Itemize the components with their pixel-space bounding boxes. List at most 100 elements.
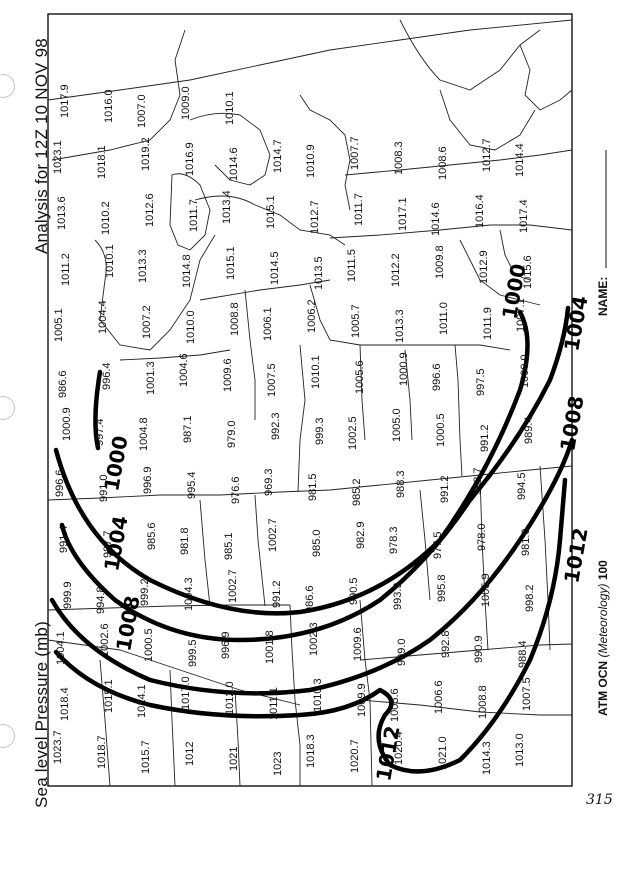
station-pressure-value: 998.7 xyxy=(472,467,484,495)
station-pressure-value: 1004.3 xyxy=(183,577,195,611)
station-pressure-value: 1002.6 xyxy=(99,623,111,657)
station-pressure-value: 1014.6 xyxy=(430,202,442,236)
station-pressure-value: 1008.8 xyxy=(229,302,241,336)
station-pressure-value: 981.5 xyxy=(307,473,319,501)
map-frame xyxy=(47,13,573,787)
station-pressure-value: 1004.1 xyxy=(55,631,67,665)
station-pressure-value: 1005.9 xyxy=(480,573,492,607)
station-pressure-value: 1018.4 xyxy=(59,687,71,721)
station-pressure-value: 1002.5 xyxy=(347,416,359,450)
footer-number: 100 xyxy=(596,560,610,581)
station-pressure-value: 976.6 xyxy=(230,476,242,504)
station-pressure-value: 994.8 xyxy=(95,586,107,614)
station-pressure-value: 997.4 xyxy=(94,418,106,446)
station-pressure-value: 1004.6 xyxy=(178,353,190,387)
station-pressure-value: 1017.0 xyxy=(180,676,192,710)
station-pressure-value: 999.9 xyxy=(62,581,74,609)
station-pressure-value: 996.6 xyxy=(54,469,66,497)
station-pressure-value: 1016.0 xyxy=(103,89,115,123)
station-pressure-value: 1015.6 xyxy=(522,255,534,289)
station-pressure-value: 1005.6 xyxy=(389,688,401,722)
station-pressure-value: 1012.6 xyxy=(144,193,156,227)
station-pressure-value: 1010.1 xyxy=(104,244,116,278)
station-pressure-value: 1021 xyxy=(228,747,240,771)
station-pressure-value: 1012.7 xyxy=(309,200,321,234)
station-pressure-value: 1014.1 xyxy=(136,684,148,718)
station-pressure-value: 1012.7 xyxy=(481,138,493,172)
station-pressure-value: 997.5 xyxy=(475,368,487,396)
station-pressure-value: 1020.4 xyxy=(393,731,405,765)
station-pressure-value: 999.0 xyxy=(396,638,408,666)
station-pressure-value: 995.8 xyxy=(436,574,448,602)
footer-dept: (Meteorology) xyxy=(596,583,610,658)
station-pressure-value: 985.6 xyxy=(146,522,158,550)
station-pressure-value: 1004.4 xyxy=(97,300,109,334)
station-pressure-value: 1010.1 xyxy=(224,91,236,125)
station-pressure-value: 978.3 xyxy=(388,526,400,554)
station-pressure-value: 1000.5 xyxy=(143,628,155,662)
isobar-label: 1004 xyxy=(559,294,592,353)
station-pressure-value: 1018.1 xyxy=(96,145,108,179)
station-pressure-value: 1012.2 xyxy=(390,253,402,287)
station-pressure-value: 1008.8 xyxy=(477,685,489,719)
station-pressure-value: 1005.1 xyxy=(53,308,65,342)
station-pressure-value: 1010.3 xyxy=(312,678,324,712)
station-pressure-value: 1009.6 xyxy=(352,627,364,661)
station-pressure-value: 988.3 xyxy=(395,470,407,498)
station-pressure-value: 996.4 xyxy=(101,362,113,390)
station-pressure-value: 1018.3 xyxy=(305,734,317,768)
station-pressure-value: 988.4 xyxy=(517,640,529,668)
station-pressure-value: 1002.7 xyxy=(267,518,279,552)
station-pressure-value: 1014.6 xyxy=(228,147,240,181)
page-number: 315 xyxy=(586,792,613,808)
station-pressure-value: 1023.1 xyxy=(52,140,64,174)
course-footer: ATM OCN (Meteorology) 100 xyxy=(596,560,610,716)
station-pressure-value: 1007.5 xyxy=(521,677,533,711)
station-pressure-value: 1007.0 xyxy=(136,94,148,128)
station-pressure-value: 981.8 xyxy=(179,527,191,555)
isobar-lines xyxy=(49,305,575,774)
station-pressure-value: 1013.5 xyxy=(313,256,325,290)
isobar-1000 xyxy=(53,309,530,616)
station-pressure-value: 992.3 xyxy=(270,412,282,440)
station-pressure-value: 999.2 xyxy=(139,578,151,606)
isobar-1000 xyxy=(93,369,103,451)
station-pressure-value: 1000.9 xyxy=(61,407,73,441)
isobar-label: 1008 xyxy=(555,394,588,453)
station-pressure-value: 1014.7 xyxy=(272,139,284,173)
station-pressure-value: 991.2 xyxy=(479,424,491,452)
station-pressure-value: 993.9 xyxy=(392,582,404,610)
station-pressure-value: 1011.5 xyxy=(346,249,358,282)
station-pressure-value: 998.2 xyxy=(524,584,536,612)
station-pressure-value: 996.9 xyxy=(142,466,154,494)
station-pressure-value: 981.0 xyxy=(520,528,532,556)
station-pressure-value: 1007.7 xyxy=(349,136,361,170)
station-pressure-value: 1002.3 xyxy=(308,622,320,656)
station-pressure-value: 992.8 xyxy=(440,630,452,658)
station-pressure-value: 1011.0 xyxy=(438,302,450,335)
station-pressure-value: 987.7 xyxy=(102,530,114,558)
station-pressure-value: 991.2 xyxy=(271,580,283,608)
station-pressure-value: 1015.1 xyxy=(225,246,237,280)
station-pressure-value: 987.1 xyxy=(182,415,194,443)
station-pressure-value: 982.9 xyxy=(355,521,367,549)
station-pressure-value: 1009.6 xyxy=(222,358,234,392)
station-pressure-value: 990.9 xyxy=(473,635,485,663)
station-pressure-value: 985.1 xyxy=(223,532,235,560)
station-pressure-value: 1017.9 xyxy=(59,84,71,118)
station-pressure-value: 996.9 xyxy=(220,631,232,659)
station-pressure-value: 1013.0 xyxy=(514,733,526,767)
station-pressure-value: 1018.7 xyxy=(96,735,108,769)
station-pressure-value: 1011.7 xyxy=(188,199,200,232)
map-title-left: Sea level Pressure (mb) xyxy=(32,621,51,808)
station-pressure-value: 978.0 xyxy=(476,523,488,551)
station-pressure-value: 1010.9 xyxy=(305,144,317,178)
station-pressure-value: 1002.7 xyxy=(227,569,239,603)
station-pressure-value: 1013.6 xyxy=(56,196,68,230)
isobar-1008 xyxy=(49,437,575,696)
station-pressure-value: 1013.3 xyxy=(137,249,149,283)
station-pressure-value: 1012.9 xyxy=(478,250,490,284)
station-pressure-value: 1000.9 xyxy=(398,352,410,386)
station-pressure-value: 994.5 xyxy=(516,472,528,500)
